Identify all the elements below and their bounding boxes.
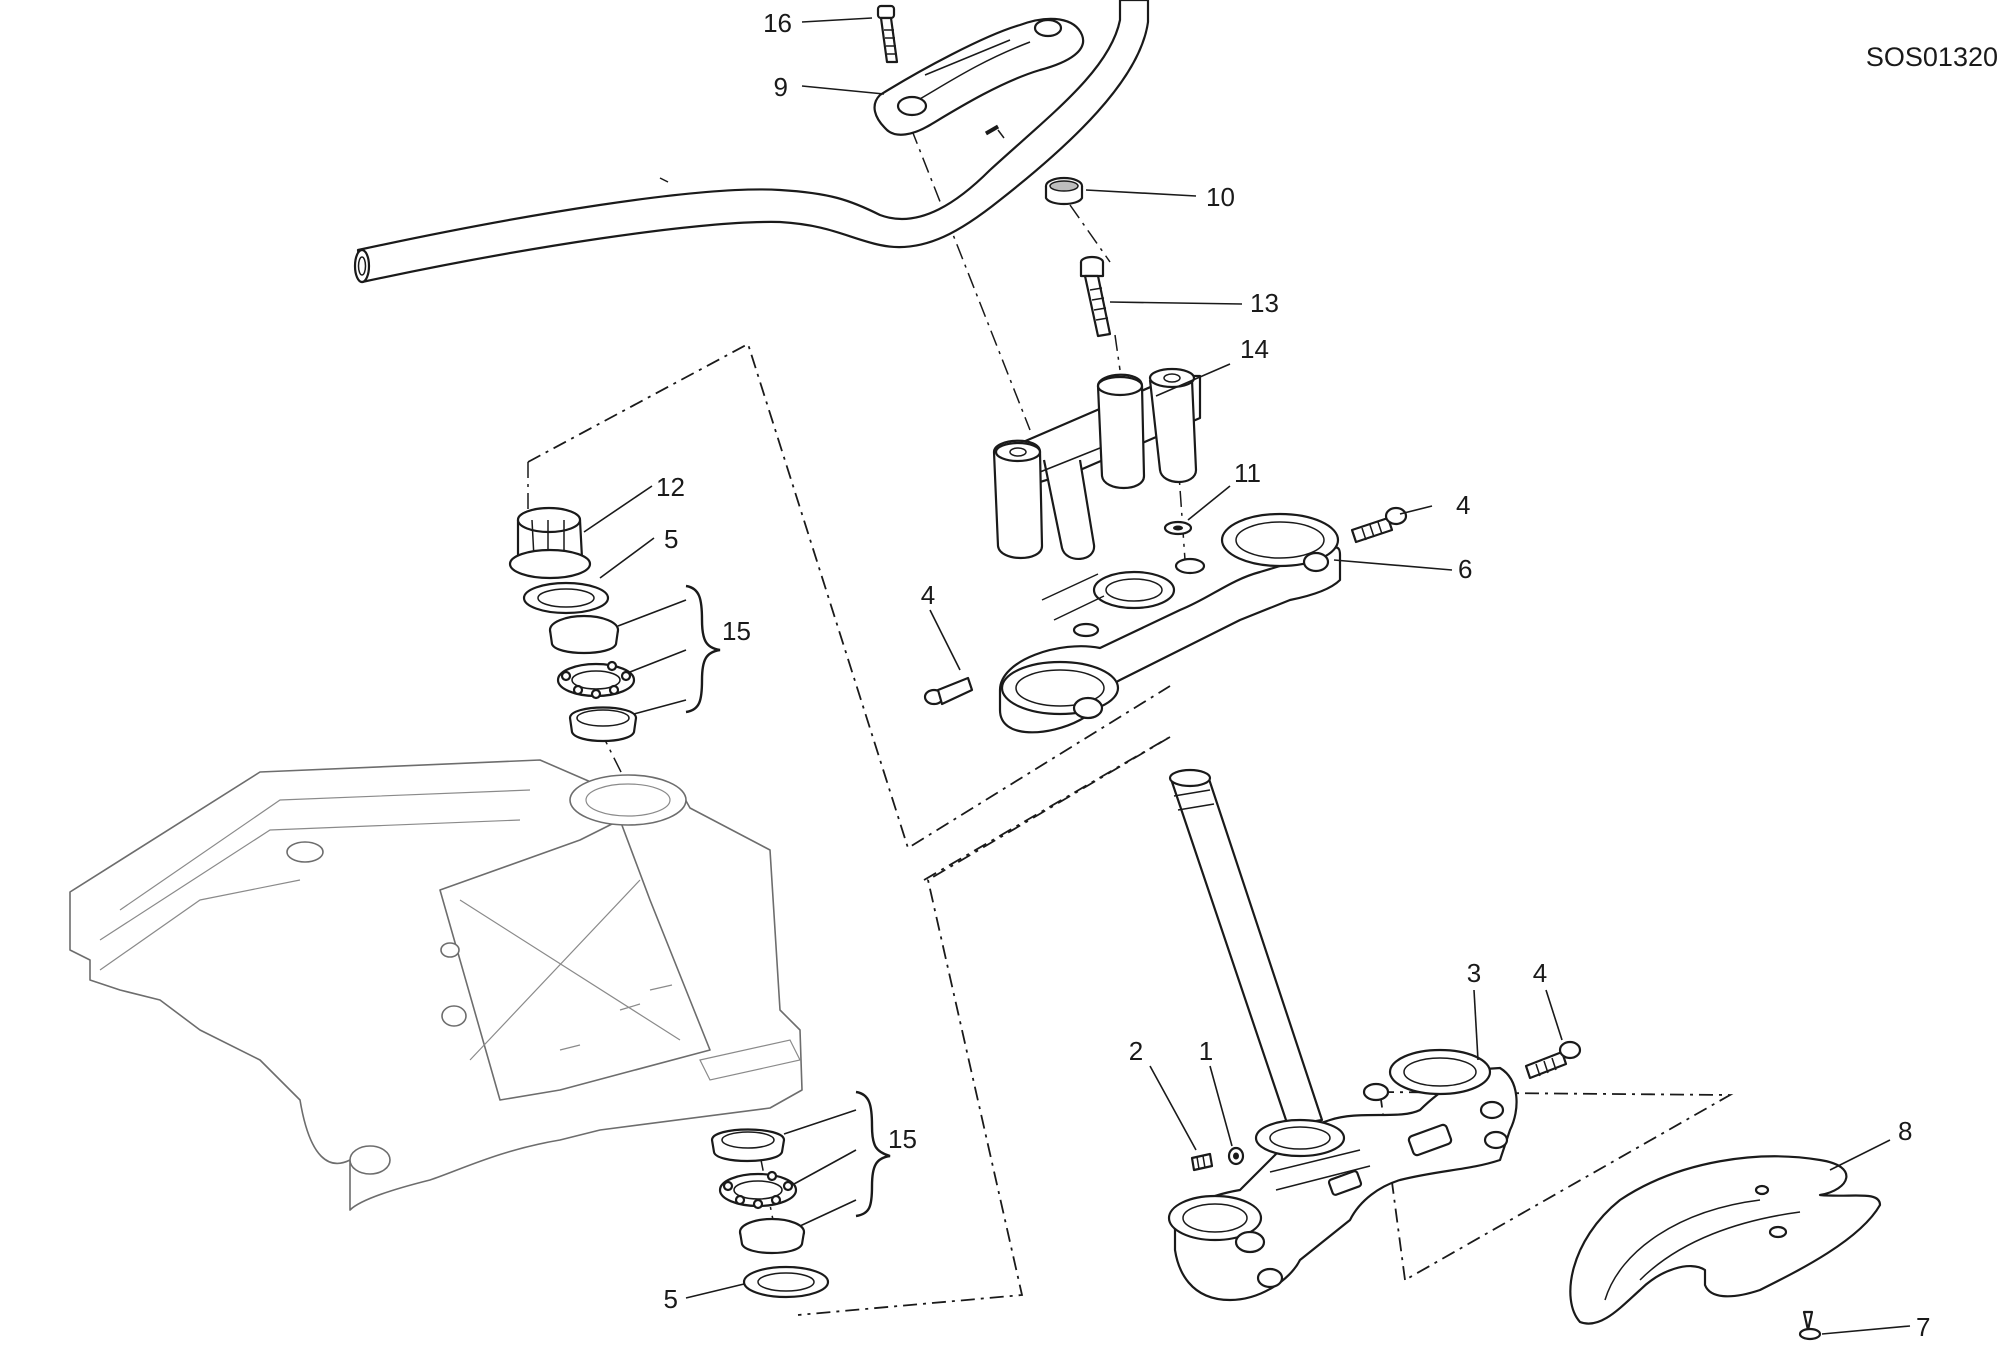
handlebar-clamp [873,17,1085,136]
callout-7: 7 [1916,1312,1930,1342]
handlebar-clamp-bolt [876,4,899,64]
group-boundary-upper [527,342,1171,850]
callout-5-upper: 5 [664,524,678,554]
callout-12: 12 [656,472,685,502]
callout-14: 14 [1240,334,1269,364]
dust-seal-upper [522,581,610,615]
callout-10: 10 [1206,182,1235,212]
motorcycle-frame [69,759,803,1211]
handlebar-riser [992,367,1202,560]
callout-15-lower: 15 [888,1124,917,1154]
leader-lines [583,17,1911,1335]
lower-clamp-bolt [1524,1040,1582,1080]
steering-stop-nut [1227,1146,1245,1166]
handlebar [353,0,1150,284]
callout-4-lower: 4 [1533,958,1547,988]
callout-1: 1 [1199,1036,1213,1066]
callout-5-lower: 5 [664,1284,678,1314]
group-boundary-lower [797,736,1171,1316]
callout-11: 11 [1234,458,1261,488]
diagram-code: SOS01320 [1866,42,1998,72]
callout-labels: 16 9 10 13 14 12 5 15 11 4 4 6 3 4 2 1 8… [656,8,1930,1342]
dust-seal-lower [742,1265,830,1299]
brace-lower [855,1090,891,1218]
callout-15-upper: 15 [722,616,751,646]
washer [1163,520,1193,536]
callout-13: 13 [1250,288,1279,318]
lower-triple-clamp [1167,1048,1518,1302]
bearing-upper-set [548,614,638,742]
bearing-lower-set [710,1128,806,1254]
riser-bolt [1079,255,1112,338]
callout-4-right: 4 [1456,490,1470,520]
steering-stem [1168,768,1324,1128]
callout-9: 9 [774,72,788,102]
upper-clamp-bolt-right [1350,506,1408,544]
guard-screw [1798,1310,1822,1341]
cap [1044,176,1084,206]
callout-6: 6 [1458,554,1472,584]
steering-stop-screw [1190,1152,1214,1172]
callout-2: 2 [1129,1036,1143,1066]
upper-clamp-bolt-left [923,676,974,706]
steering-nut [508,506,592,580]
callout-16: 16 [763,8,792,38]
callout-4-left: 4 [921,580,935,610]
callout-3: 3 [1467,958,1481,988]
callout-8: 8 [1898,1116,1912,1146]
upper-triple-clamp [998,512,1342,734]
steering-guard [1569,1155,1882,1325]
brace-upper [685,584,721,714]
